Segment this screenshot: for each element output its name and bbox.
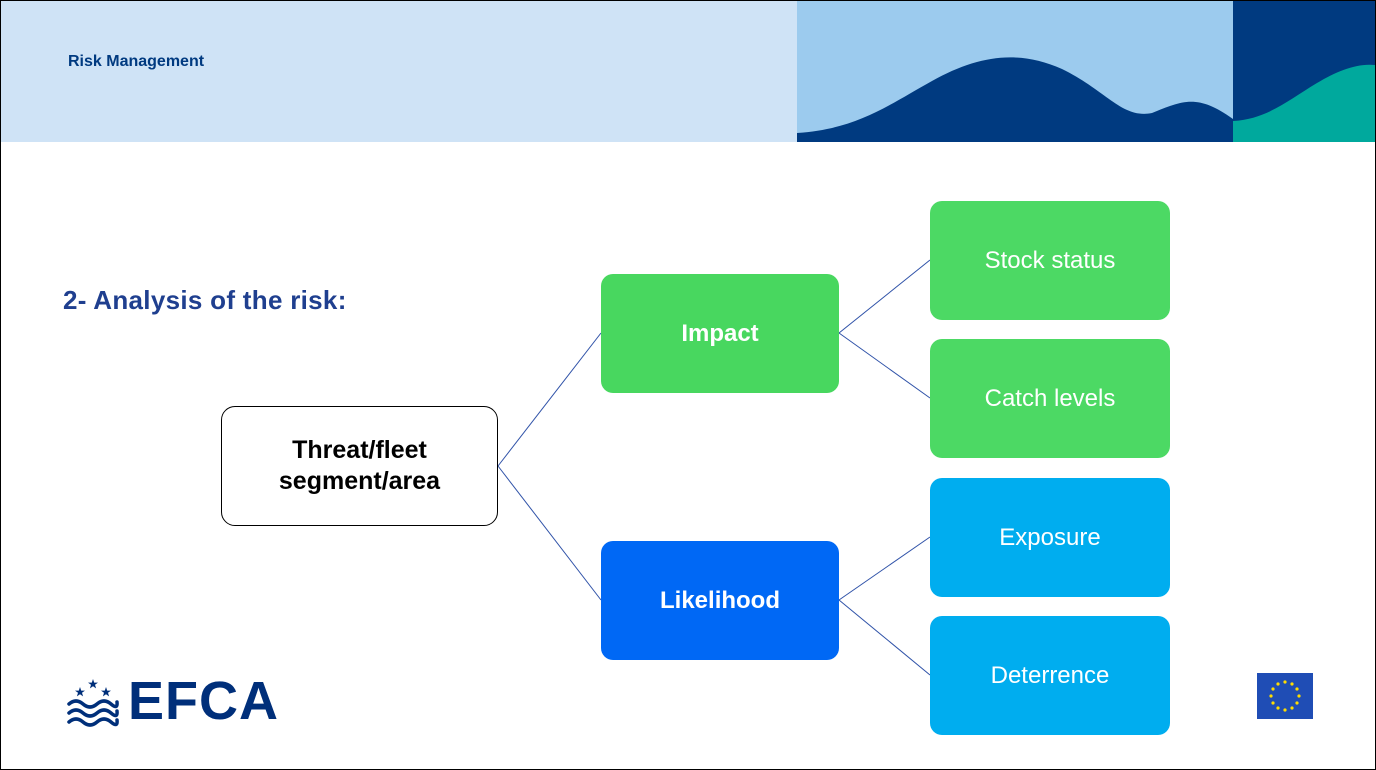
connector-root-likelihood bbox=[497, 465, 602, 601]
node-impact: Impact bbox=[601, 274, 839, 393]
slide-heading: 2- Analysis of the risk: bbox=[63, 285, 347, 315]
node-exposure-label: Exposure bbox=[999, 523, 1101, 551]
efca-logo-text: EFCA bbox=[128, 671, 279, 731]
node-stock-status-label: Stock status bbox=[984, 246, 1116, 274]
waves-stars-icon bbox=[67, 679, 119, 727]
node-likelihood-label: Likelihood bbox=[660, 586, 780, 614]
node-stock-status: Stock status bbox=[930, 201, 1170, 320]
node-impact-label: Impact bbox=[681, 319, 759, 347]
node-deterrence-label: Deterrence bbox=[990, 661, 1110, 689]
node-likelihood: Likelihood bbox=[601, 541, 839, 660]
node-exposure: Exposure bbox=[930, 478, 1170, 597]
node-catch-levels: Catch levels bbox=[930, 339, 1170, 458]
efca-logo: EFCA bbox=[66, 668, 279, 734]
connector-root-impact bbox=[497, 332, 602, 467]
node-threat-fleet-segment-area: Threat/fleet segment/area bbox=[221, 406, 498, 526]
node-catch-levels-label: Catch levels bbox=[984, 384, 1116, 412]
header-band: Risk Management bbox=[1, 1, 1375, 142]
connector-likelihood-exposure bbox=[838, 536, 931, 601]
node-deterrence: Deterrence bbox=[930, 616, 1170, 735]
header-title: Risk Management bbox=[68, 53, 205, 70]
connector-likelihood-deterrence bbox=[838, 599, 931, 676]
node-root-label: Threat/fleet segment/area bbox=[278, 435, 441, 495]
header-wave-graphic bbox=[797, 1, 1375, 142]
connector-impact-stock bbox=[838, 259, 931, 334]
eu-flag-icon bbox=[1257, 673, 1313, 719]
connector-impact-catch bbox=[838, 332, 931, 399]
